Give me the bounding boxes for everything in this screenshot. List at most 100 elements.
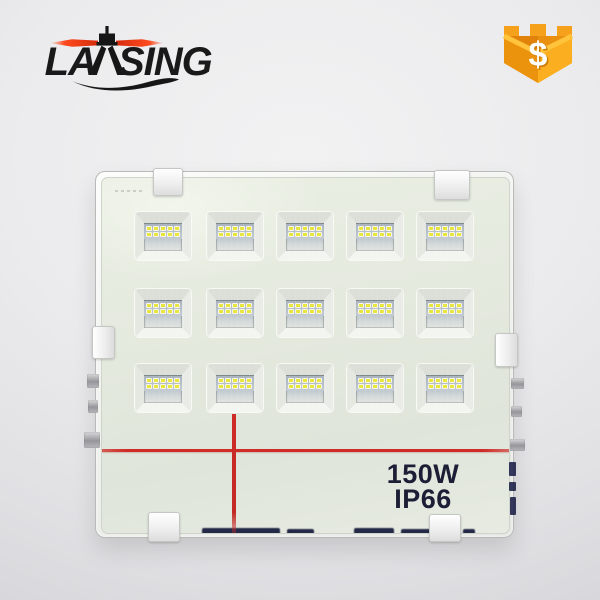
housing-shadow-strip [463,529,475,533]
beacon-beam-right-icon [116,39,164,47]
led-chip [153,384,159,389]
led-chip [456,232,462,237]
led-chip [449,303,455,308]
mounting-clip-right [495,333,518,367]
led-chip [435,309,441,314]
led-module [135,364,191,412]
led-chip [386,226,392,231]
led-chip [316,384,322,389]
led-module [207,364,263,412]
housing-shadow-strip [202,528,280,533]
led-chip [153,226,159,231]
led-chip [174,384,180,389]
led-chip-array [218,378,252,389]
led-chip [372,232,378,237]
housing-shadow-strip [401,529,434,533]
led-chip [386,303,392,308]
led-chip [428,232,434,237]
led-chip [316,378,322,383]
led-module [417,364,473,412]
right-bracket-top [511,378,524,389]
led-chip [174,303,180,308]
led-chip [316,303,322,308]
led-chip [456,226,462,231]
led-chip [379,226,385,231]
led-chip [372,384,378,389]
led-chip-array [288,303,322,314]
led-module [277,289,333,337]
led-chip [167,309,173,314]
led-chip-array [358,378,392,389]
led-chip [174,226,180,231]
led-chip [232,232,238,237]
led-chip [225,384,231,389]
led-chip [435,303,441,308]
led-chip [239,226,245,231]
led-chip [232,378,238,383]
left-bracket-bottom [84,432,100,448]
led-chip [302,309,308,314]
led-chip [456,378,462,383]
led-chip [288,378,294,383]
glass-stamp-mark [115,190,143,192]
led-chip [302,232,308,237]
led-chip [225,303,231,308]
led-chip-array [358,226,392,237]
led-module [347,212,403,260]
led-chip [218,226,224,231]
led-chip [146,309,152,314]
led-module [277,212,333,260]
led-chip [442,384,448,389]
led-chip [218,232,224,237]
led-chip [358,226,364,231]
led-chip [386,232,392,237]
led-module [347,289,403,337]
led-chip [288,303,294,308]
brand-logo: LA SING [45,26,213,91]
led-chip [288,232,294,237]
led-chip [232,384,238,389]
led-chip [218,384,224,389]
led-chip [379,303,385,308]
housing-shadow-strip [354,528,394,533]
led-chip [146,226,152,231]
badge-crease-highlight [502,33,574,56]
led-chip [365,378,371,383]
housing-edge-mark [509,462,516,476]
led-module [207,289,263,337]
led-chip [456,303,462,308]
led-chip-array [146,303,180,314]
led-chip [167,226,173,231]
led-module [417,289,473,337]
led-chip [428,303,434,308]
mounting-clip-bottom-left [148,512,180,542]
led-chip [160,378,166,383]
mounting-clip-left [92,326,115,359]
led-chip [386,378,392,383]
led-chip [428,226,434,231]
led-chip-array [428,303,462,314]
right-bracket-middle [511,406,522,417]
housing-shadow-strip [287,529,314,533]
led-chip [218,378,224,383]
led-chip [316,232,322,237]
led-chip [225,232,231,237]
led-chip-array [288,378,322,389]
led-chip [309,309,315,314]
led-chip [442,226,448,231]
led-chip [295,378,301,383]
led-chip [288,309,294,314]
led-chip [232,309,238,314]
led-chip [449,378,455,383]
led-chip [309,378,315,383]
led-chip [372,309,378,314]
left-bracket-top [87,374,99,388]
led-chip [365,226,371,231]
led-chip [246,303,252,308]
glass-panel: 150W IP66 [101,177,510,534]
led-chip [239,384,245,389]
housing-edge-mark [510,497,516,515]
led-chip [288,226,294,231]
led-chip [160,309,166,314]
